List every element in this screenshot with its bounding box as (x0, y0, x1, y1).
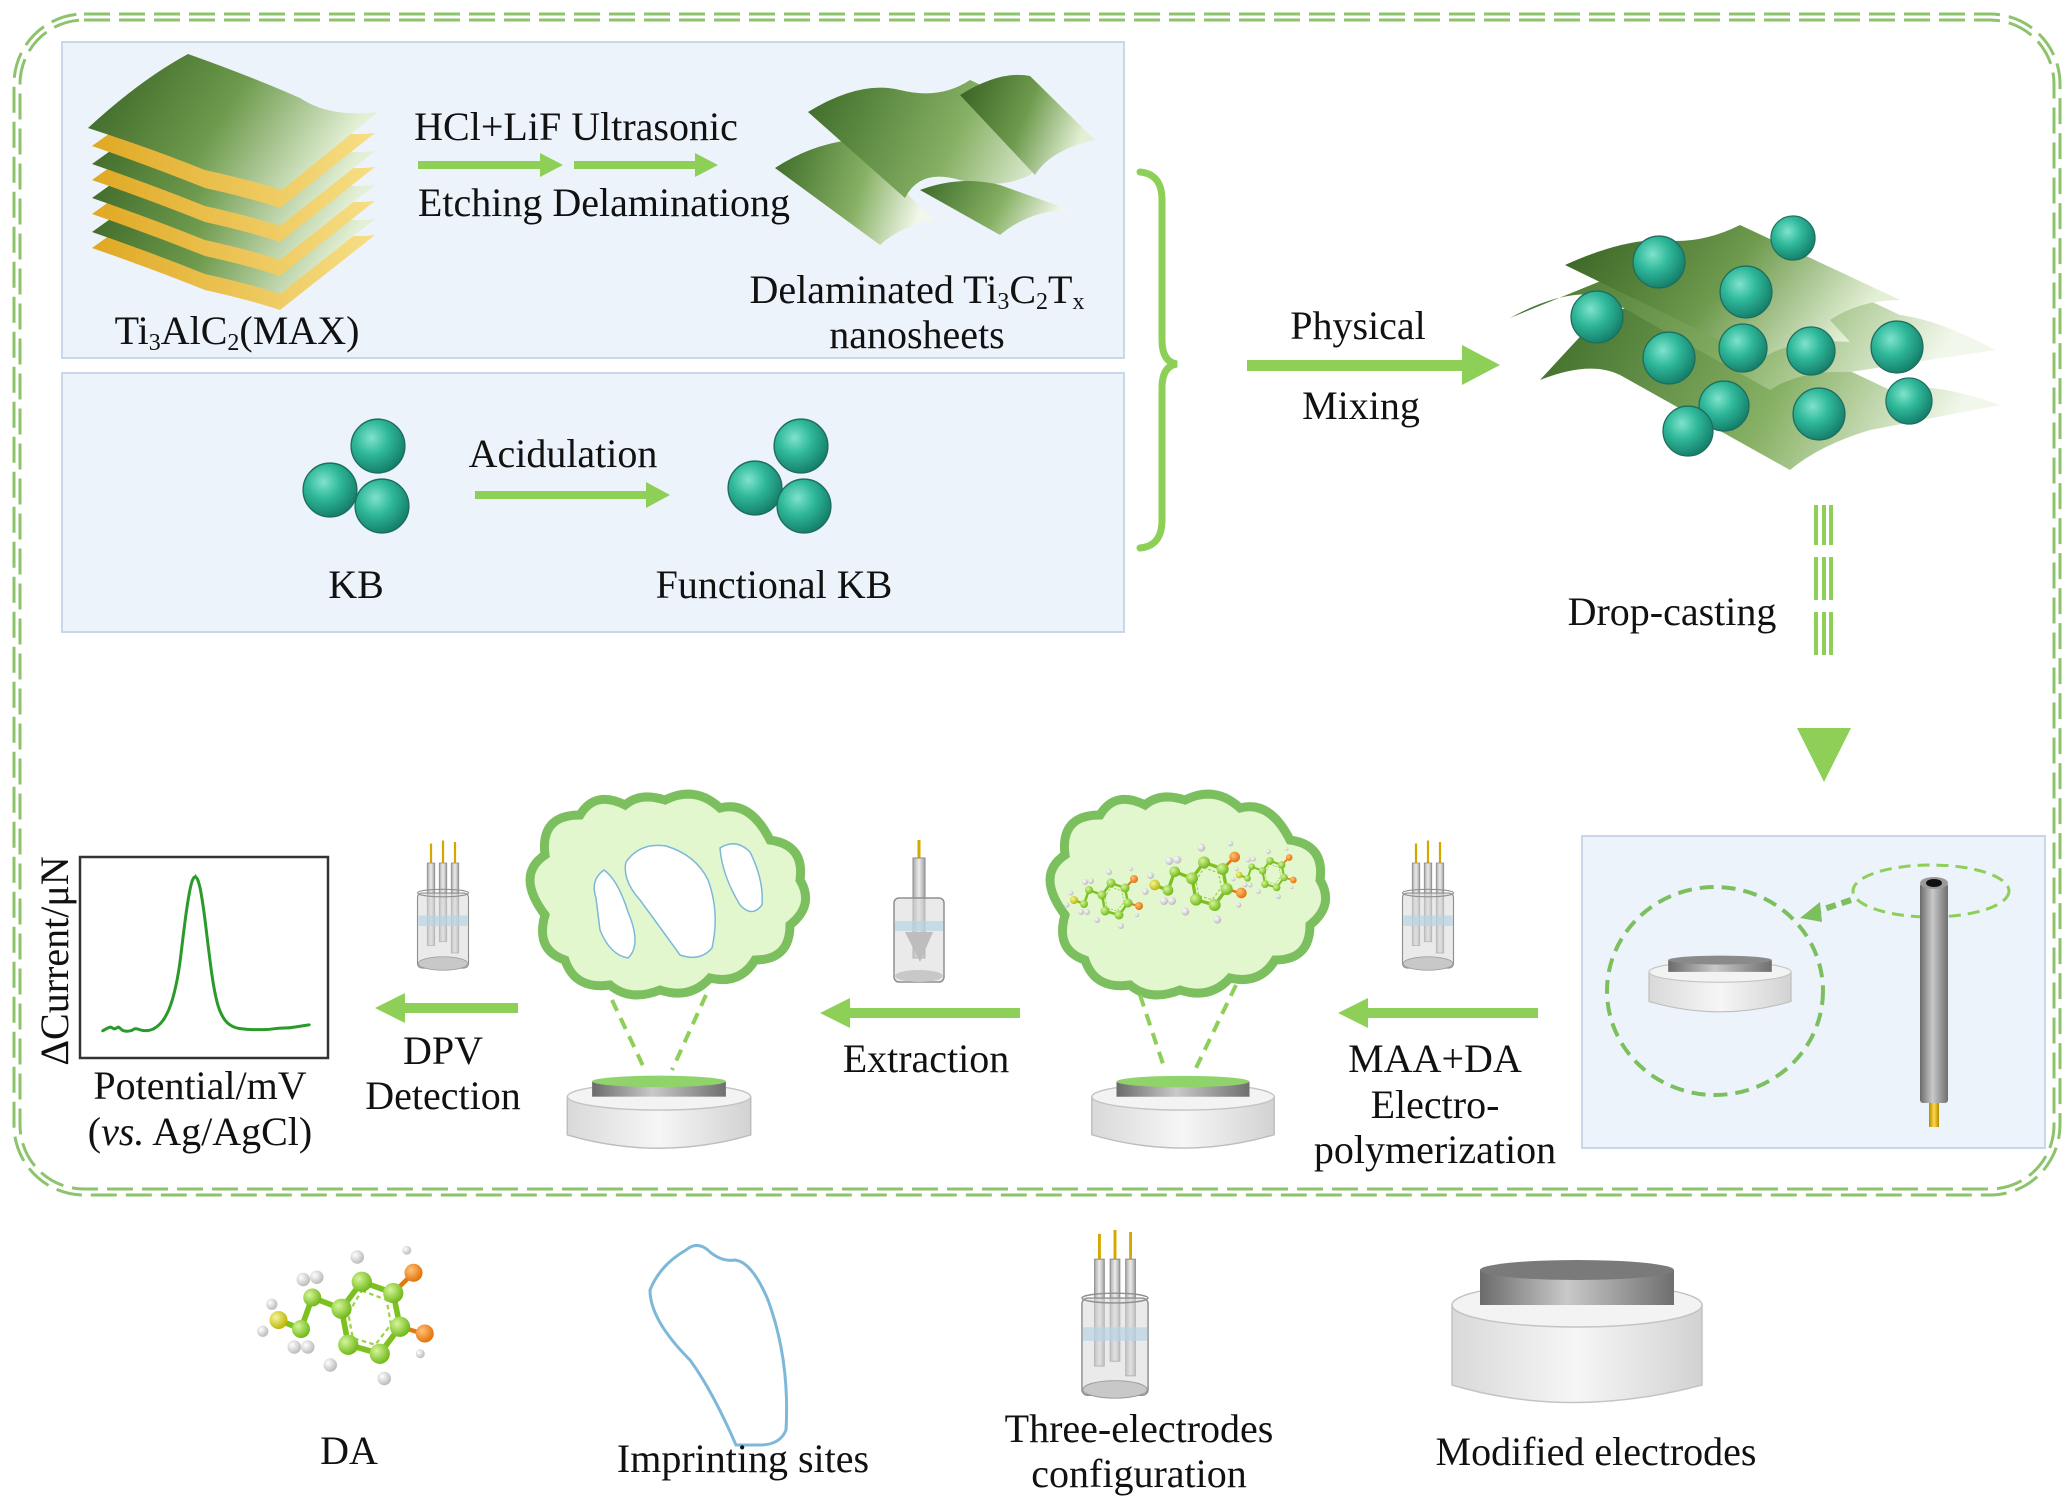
max-phase-label: Ti3AlC2(MAX) (115, 308, 360, 356)
dpv-data-point (134, 1027, 137, 1029)
mxene-kb-composite-icon (1510, 215, 2000, 470)
dpv-data-point (298, 1025, 301, 1028)
legend-label-three-electrode-2: configuration (1031, 1451, 1247, 1496)
nanosheets-label-line2: nanosheets (829, 312, 1005, 357)
extraction-arrow (820, 998, 1020, 1028)
dpv-data-point (122, 1030, 124, 1032)
dpv-x-axis-label: Potential/mV (93, 1063, 306, 1108)
legend-imprinting-site-icon (648, 1244, 789, 1447)
dpv-data-point (234, 1027, 236, 1029)
dpv-data-point (178, 970, 180, 973)
legend-dopamine-molecule-icon (257, 1246, 434, 1386)
legend-label-imprinting: Imprinting sites (617, 1436, 869, 1481)
dpv-data-point (190, 880, 193, 883)
extraction-label: Extraction (843, 1036, 1010, 1081)
dpv-data-point (171, 999, 174, 1002)
polymerization-arrow (1338, 998, 1538, 1028)
dpv-data-point (226, 1022, 228, 1024)
polymerization-label-line2: Electro- (1371, 1082, 1500, 1127)
imprinted-polymer-cloud-icon (525, 789, 811, 1071)
drop-casting-label: Drop-casting (1568, 589, 1777, 634)
acidulation-label: Acidulation (469, 431, 658, 476)
legend-modified-electrode-icon (1451, 1260, 1703, 1404)
dpv-data-point (288, 1027, 291, 1029)
drop-casting-arrow (1797, 505, 1851, 782)
acidulation-arrow (475, 482, 670, 508)
delaminated-nanosheets-icon (775, 74, 1095, 245)
detection-cell-icon (416, 839, 470, 972)
max-phase-stack-icon (88, 54, 378, 310)
dpv-label-line2: Detection (365, 1073, 521, 1118)
dpv-y-axis-label: ΔCurrent/μN (32, 856, 77, 1065)
dpv-data-point (113, 1028, 116, 1031)
mip-electrode-icon (1091, 1075, 1275, 1149)
dpv-plot-frame (78, 855, 330, 1060)
dpv-arrow (375, 993, 518, 1023)
dpv-data-point (163, 1019, 166, 1021)
electrode-rod-icon (1920, 877, 1948, 1127)
delamination-arrow (574, 153, 718, 177)
dpv-data-point (203, 909, 205, 912)
dpv-data-point (117, 1025, 120, 1028)
dpv-data-point (109, 1025, 112, 1028)
dpv-data-point (246, 1028, 249, 1031)
dpv-data-point (207, 945, 209, 947)
etching-reagent-label: HCl+LiF Ultrasonic (414, 104, 738, 149)
functional-kb-label: Functional KB (656, 562, 893, 607)
imprinted-electrode-icon (566, 1074, 752, 1149)
dpv-data-point (186, 903, 189, 905)
dpv-data-point (219, 1012, 222, 1015)
polymerization-label-line1: MAA+DA (1348, 1036, 1522, 1081)
dpv-label-line1: DPV (403, 1028, 483, 1073)
legend-label-da: DA (320, 1428, 378, 1473)
dpv-data-point (257, 1028, 259, 1031)
dpv-data-point (199, 883, 201, 886)
three-electrode-cell-icon (1401, 839, 1455, 972)
combine-brace (1136, 168, 1178, 552)
template-polymer-cloud-icon (1045, 789, 1331, 1071)
kb-label: KB (328, 562, 384, 607)
etching-step-label: Etching Delaminationg (418, 180, 790, 225)
physical-label: Physical (1290, 303, 1426, 348)
legend-three-electrode-cell-icon (1080, 1230, 1150, 1400)
legend-label-three-electrode-1: Three-electrodes (1005, 1406, 1274, 1451)
polymerization-label-line3: polymerization (1314, 1127, 1556, 1172)
legend: DA Imprinting sites Three-electrodes con… (257, 1230, 1757, 1496)
dpv-data-point (267, 1028, 270, 1031)
dpv-chart: ΔCurrent/μN Potential/mV (vs. Ag/AgCl) (32, 855, 330, 1154)
legend-label-modified-electrodes: Modified electrodes (1436, 1429, 1757, 1474)
dpv-data-point (142, 1030, 145, 1032)
outer-frame (12, 12, 2062, 1197)
mixing-label: Mixing (1302, 383, 1420, 428)
etching-arrow (418, 153, 563, 177)
extraction-cell-icon (893, 840, 945, 983)
physical-mixing-arrow (1247, 345, 1500, 385)
dpv-data-point (215, 999, 218, 1002)
dpv-data-point (211, 977, 213, 979)
kb-acidulation-panel (61, 372, 1125, 633)
dpv-data-point (153, 1028, 155, 1031)
dpv-data-point (182, 935, 184, 937)
dpv-data-point (130, 1030, 132, 1032)
dpv-series-line (101, 875, 311, 1033)
dpv-data-point (194, 874, 197, 876)
dpv-x-axis-sublabel: (vs. Ag/AgCl) (88, 1109, 312, 1154)
dpv-data-point (278, 1027, 280, 1029)
dpv-data-point (309, 1023, 311, 1026)
glassy-carbon-electrode-icon (1648, 955, 1792, 1013)
nanosheets-label-line1: Delaminated Ti3C2Tx (750, 267, 1085, 315)
dpv-data-point (101, 1030, 103, 1032)
